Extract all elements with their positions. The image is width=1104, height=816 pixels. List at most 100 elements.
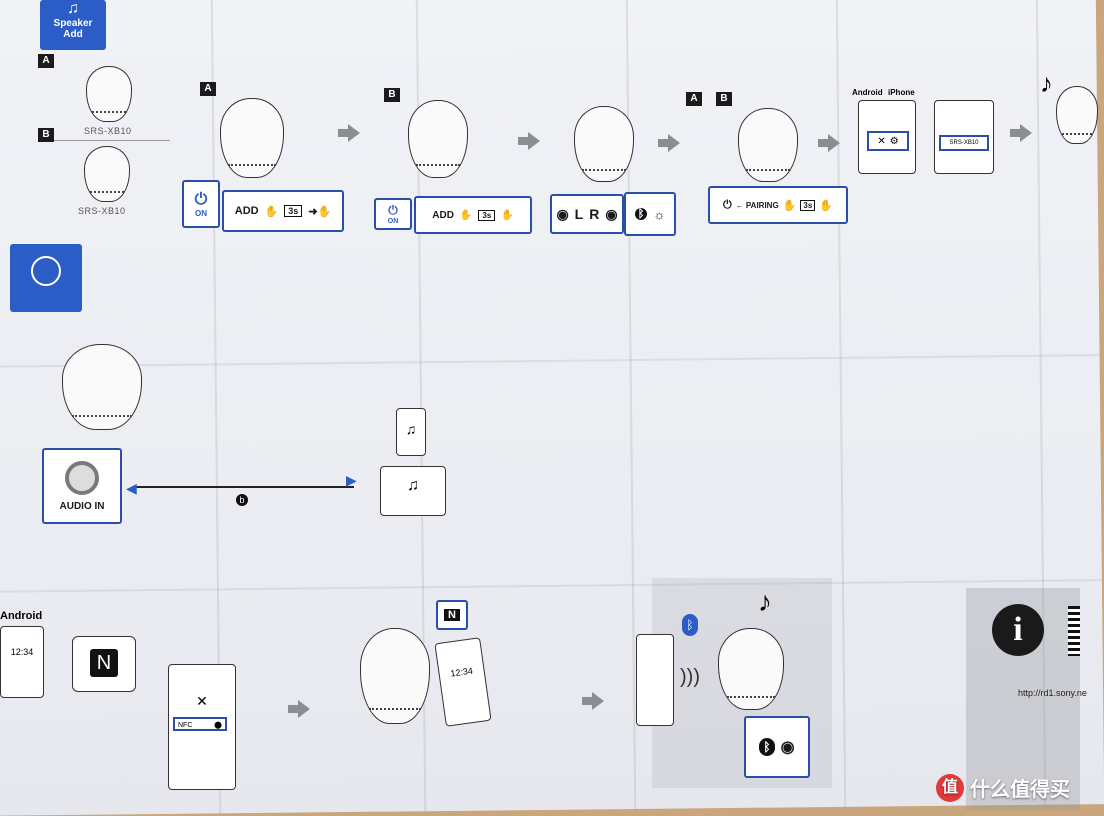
phone-nfc-settings: ✕ NFC ⬤ bbox=[168, 664, 236, 790]
hold-label-pair: 3s bbox=[800, 199, 816, 211]
audio-jack-icon bbox=[65, 460, 99, 495]
nfc-label: NFC bbox=[178, 722, 193, 729]
nfc-n-icon-small: N bbox=[444, 609, 460, 621]
left-label: L bbox=[574, 206, 584, 222]
speaker-illustration-a bbox=[86, 66, 132, 122]
step-arrow bbox=[1010, 124, 1032, 142]
tools-icon: ✕ bbox=[196, 693, 208, 709]
music-note-icon: ♪ bbox=[758, 586, 772, 617]
speaker-step-4 bbox=[738, 108, 798, 182]
phone-clock: 12:34 bbox=[10, 647, 34, 657]
pairing-label: ← PAIRING bbox=[735, 200, 779, 210]
led-on-icon: ◉ bbox=[780, 739, 795, 756]
speaker-rear-illustration bbox=[62, 344, 142, 430]
add-hold-box: ADD ✋ 3s ➜✋ bbox=[222, 190, 344, 232]
release-icon: ➜✋ bbox=[308, 205, 332, 218]
step-arrow bbox=[582, 692, 604, 710]
speaker-step-2 bbox=[408, 100, 468, 178]
nfc-android-label: Android bbox=[0, 610, 43, 622]
device-list-entry: SRS-XB10 bbox=[939, 135, 989, 151]
audio-cable bbox=[132, 486, 354, 488]
speaker-step-final bbox=[1056, 86, 1098, 144]
power-on-box-b: ⏻ ON bbox=[374, 198, 412, 230]
qr-code-icon bbox=[1068, 606, 1080, 656]
audio-in-box: AUDIO IN bbox=[42, 448, 122, 524]
add-label: ADD bbox=[234, 205, 259, 217]
speaker-nfc-touch bbox=[360, 628, 430, 724]
tile-line-add: Add bbox=[63, 29, 83, 40]
speaker-step-1 bbox=[220, 98, 284, 178]
info-icon: i bbox=[992, 604, 1044, 656]
model-label-a: SRS-XB10 bbox=[84, 126, 132, 136]
blink-icon: ☼ bbox=[653, 206, 666, 222]
press-icon: ✋ bbox=[459, 209, 473, 221]
stereo-lr-box: ◉ L R ◉ bbox=[550, 194, 624, 234]
add-label-b: ADD bbox=[432, 209, 454, 221]
tag-a-pair: A bbox=[686, 92, 702, 106]
gear-icon: ⚙ bbox=[889, 135, 899, 147]
music-note-icon: ♫ bbox=[405, 421, 417, 437]
on-label-b: ON bbox=[387, 218, 399, 225]
toggle-icon: ⬤ bbox=[214, 722, 222, 729]
nfc-callout: N bbox=[72, 636, 136, 692]
speaker-step-3 bbox=[574, 106, 634, 182]
power-icon: ⏻ bbox=[388, 203, 398, 217]
fold-line bbox=[0, 354, 1100, 368]
phone-device-list: SRS-XB10 bbox=[934, 100, 994, 174]
tag-b-pair: B bbox=[716, 92, 732, 106]
power-icon: ⏻ bbox=[723, 198, 732, 211]
power-on-box: ⏻ ON bbox=[182, 180, 220, 228]
nfc-n-icon: N bbox=[90, 649, 118, 677]
step-arrow bbox=[818, 134, 840, 152]
bluetooth-icon: ᛒ bbox=[634, 208, 648, 220]
nfc-mark-box: N bbox=[436, 600, 468, 630]
step-arrow bbox=[518, 132, 540, 150]
hold-label-b: 3s bbox=[478, 209, 496, 221]
iphone-label: iPhone bbox=[888, 88, 915, 97]
bluetooth-icon: ᛒ bbox=[682, 614, 698, 636]
music-note-icon: ♫ bbox=[407, 477, 419, 494]
add-hold-box-b: ADD ✋ 3s ✋ bbox=[414, 196, 532, 234]
tag-a-step: A bbox=[200, 82, 216, 96]
bluetooth-status-box: ᛒ ◉ bbox=[744, 716, 810, 778]
phone-clock-touch: 12:34 bbox=[449, 665, 474, 679]
wired-connection-tile bbox=[10, 244, 82, 312]
watermark: 值 什么值得买 bbox=[936, 773, 1070, 802]
android-label: Android bbox=[852, 88, 883, 97]
power-icon: ⏻ bbox=[194, 190, 208, 208]
fold-line bbox=[835, 0, 847, 807]
bluetooth-icon: ᛒ bbox=[759, 738, 775, 756]
tile-line-speaker: Speaker bbox=[53, 18, 93, 29]
watermark-logo-icon: 值 bbox=[936, 773, 964, 802]
signal-waves-icon: ))) bbox=[680, 666, 700, 688]
music-note-icon: ♫ bbox=[67, 0, 79, 17]
release-icon: ✋ bbox=[819, 199, 833, 212]
watermark-text: 什么值得买 bbox=[970, 779, 1070, 801]
nfc-toggle-row: NFC ⬤ bbox=[173, 717, 227, 731]
hold-label: 3s bbox=[284, 205, 303, 217]
tag-b-step: B bbox=[384, 88, 400, 102]
android-phone-illustration: 12:34 bbox=[0, 626, 44, 698]
on-label: ON bbox=[195, 208, 207, 218]
arrow-right-icon: ▶ bbox=[346, 472, 357, 488]
led-icon: ◉ bbox=[605, 205, 618, 222]
pairing-hold-box: ⏻ ← PAIRING ✋ 3s ✋ bbox=[708, 186, 848, 224]
speaker-add-tile: ♫ Speaker Add bbox=[40, 0, 106, 50]
tag-a: A bbox=[38, 54, 54, 68]
arrow-left-icon: ◀ bbox=[126, 480, 137, 496]
settings-highlight: ✕ ⚙ bbox=[867, 131, 909, 151]
speaker-connected bbox=[718, 628, 784, 710]
release-icon: ✋ bbox=[501, 209, 514, 221]
music-player-device: ♫ bbox=[396, 408, 426, 456]
laptop-illustration: ♫ bbox=[380, 466, 446, 516]
press-icon: ✋ bbox=[264, 205, 279, 218]
cable-mark: b bbox=[236, 494, 248, 506]
step-arrow bbox=[658, 134, 680, 152]
step-arrow bbox=[288, 700, 310, 718]
info-url: http://rd1.sony.ne bbox=[1018, 688, 1087, 698]
bluetooth-led-box: ᛒ ☼ bbox=[624, 192, 676, 236]
music-note-icon: ♪ bbox=[1040, 68, 1053, 98]
tools-icon: ✕ bbox=[877, 135, 886, 147]
press-icon: ✋ bbox=[782, 199, 797, 212]
audio-in-label: AUDIO IN bbox=[59, 500, 105, 512]
